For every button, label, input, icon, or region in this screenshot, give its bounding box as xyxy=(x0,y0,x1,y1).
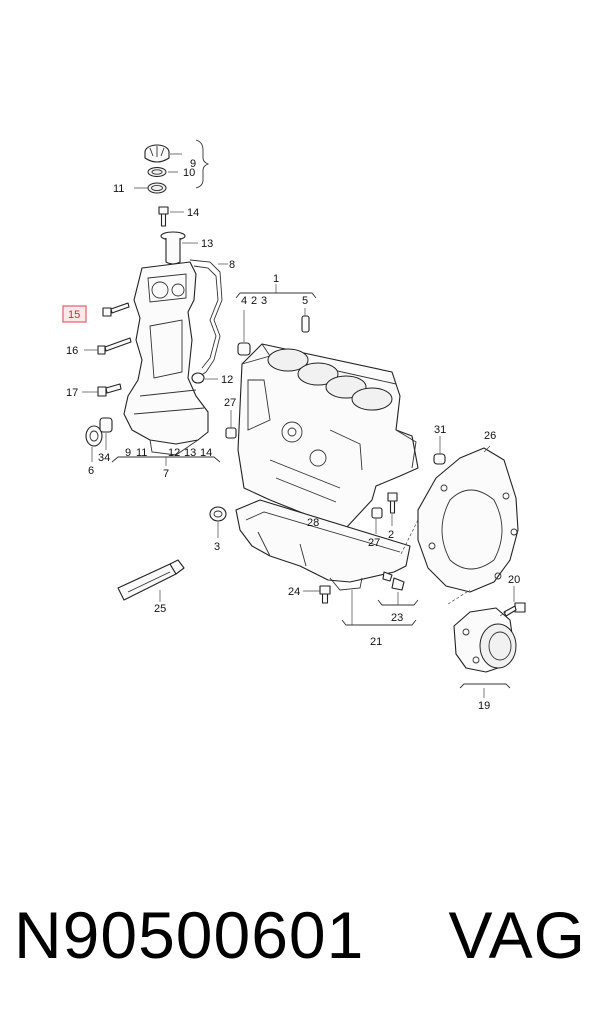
callout-8: 8 xyxy=(229,259,235,271)
callout-5: 5 xyxy=(302,295,308,307)
plug-31-part[interactable] xyxy=(433,453,446,465)
pin-5-part[interactable] xyxy=(301,315,310,333)
oil-seal-6-part[interactable] xyxy=(85,425,103,447)
gasket-ring-part[interactable] xyxy=(147,182,167,194)
dowel-4-part[interactable] xyxy=(237,342,251,356)
callout-4: 4 xyxy=(241,295,247,307)
callout-3: 3 xyxy=(214,541,220,553)
sensor-23-part[interactable] xyxy=(382,571,405,591)
callout-2-top: 2 xyxy=(251,295,257,307)
drain-bolt-24-part[interactable] xyxy=(319,585,331,604)
callout-28: 28 xyxy=(307,517,319,529)
callout-2-right: 2 xyxy=(388,529,394,541)
callout-20: 20 xyxy=(508,574,520,586)
brand-name: VAG xyxy=(448,898,586,972)
callout-3-top: 3 xyxy=(261,295,267,307)
sleeve-27-right-part[interactable] xyxy=(371,507,383,519)
engine-block-part[interactable] xyxy=(237,343,419,529)
plug-34-part[interactable] xyxy=(99,417,113,433)
seal-ring-part[interactable] xyxy=(147,167,167,177)
callout-16: 16 xyxy=(66,345,78,357)
bolt-20-part[interactable] xyxy=(503,602,526,617)
callout-19: 19 xyxy=(478,700,490,712)
callout-12-bracket: 12 xyxy=(168,447,180,459)
part-number: N90500601 xyxy=(14,898,365,972)
callout-27-right: 27 xyxy=(368,537,380,549)
caption-bar: N90500601 VAG xyxy=(0,880,600,990)
plug-12-part[interactable] xyxy=(191,372,205,384)
callout-12: 12 xyxy=(221,374,233,386)
cover-gasket-part[interactable] xyxy=(189,259,223,377)
bolt-17-part[interactable] xyxy=(97,383,122,397)
bolt-14-part[interactable] xyxy=(158,206,169,227)
callout-21: 21 xyxy=(370,636,382,648)
bolt-2-part[interactable] xyxy=(387,492,398,514)
adapter-plate-part[interactable] xyxy=(417,447,519,593)
timing-cover-part[interactable] xyxy=(123,261,209,456)
sleeve-27-left-part[interactable] xyxy=(225,427,237,439)
callout-1: 1 xyxy=(273,273,279,285)
callout-9-bracket: 9 xyxy=(125,447,131,459)
exploded-parts-diagram: 9 10 11 14 13 8 15 16 17 12 6 34 9 11 12… xyxy=(62,139,526,712)
callout-10: 10 xyxy=(183,167,195,179)
callout-17: 17 xyxy=(66,387,78,399)
callout-26: 26 xyxy=(484,430,496,442)
callout-9: 9 xyxy=(190,158,196,170)
callout-14-bracket: 14 xyxy=(200,447,212,459)
callout-34: 34 xyxy=(98,452,110,464)
callout-11: 11 xyxy=(113,183,124,195)
callout-24: 24 xyxy=(288,586,300,598)
callout-7: 7 xyxy=(163,468,169,480)
sealant-tube-part[interactable] xyxy=(117,559,185,601)
bolt-16-part[interactable] xyxy=(97,337,132,355)
callout-15[interactable]: 15 xyxy=(68,309,80,321)
callout-31: 31 xyxy=(434,424,446,436)
seal-3-part[interactable] xyxy=(209,506,227,522)
filler-pipe-part[interactable] xyxy=(160,231,186,265)
callout-13-bracket: 13 xyxy=(184,447,196,459)
callout-6: 6 xyxy=(88,465,94,477)
bolt-15-part[interactable] xyxy=(102,302,130,317)
oil-pan-part[interactable] xyxy=(235,499,411,591)
callout-14: 14 xyxy=(187,207,199,219)
callout-23: 23 xyxy=(391,612,403,624)
callout-15-highlight xyxy=(62,305,87,323)
callout-27-left: 27 xyxy=(224,397,236,409)
oil-filler-cap-part[interactable] xyxy=(144,144,170,163)
callout-11-bracket: 11 xyxy=(136,447,147,459)
callout-13: 13 xyxy=(201,238,213,250)
callout-25: 25 xyxy=(154,603,166,615)
seal-flange-part[interactable] xyxy=(453,607,517,673)
